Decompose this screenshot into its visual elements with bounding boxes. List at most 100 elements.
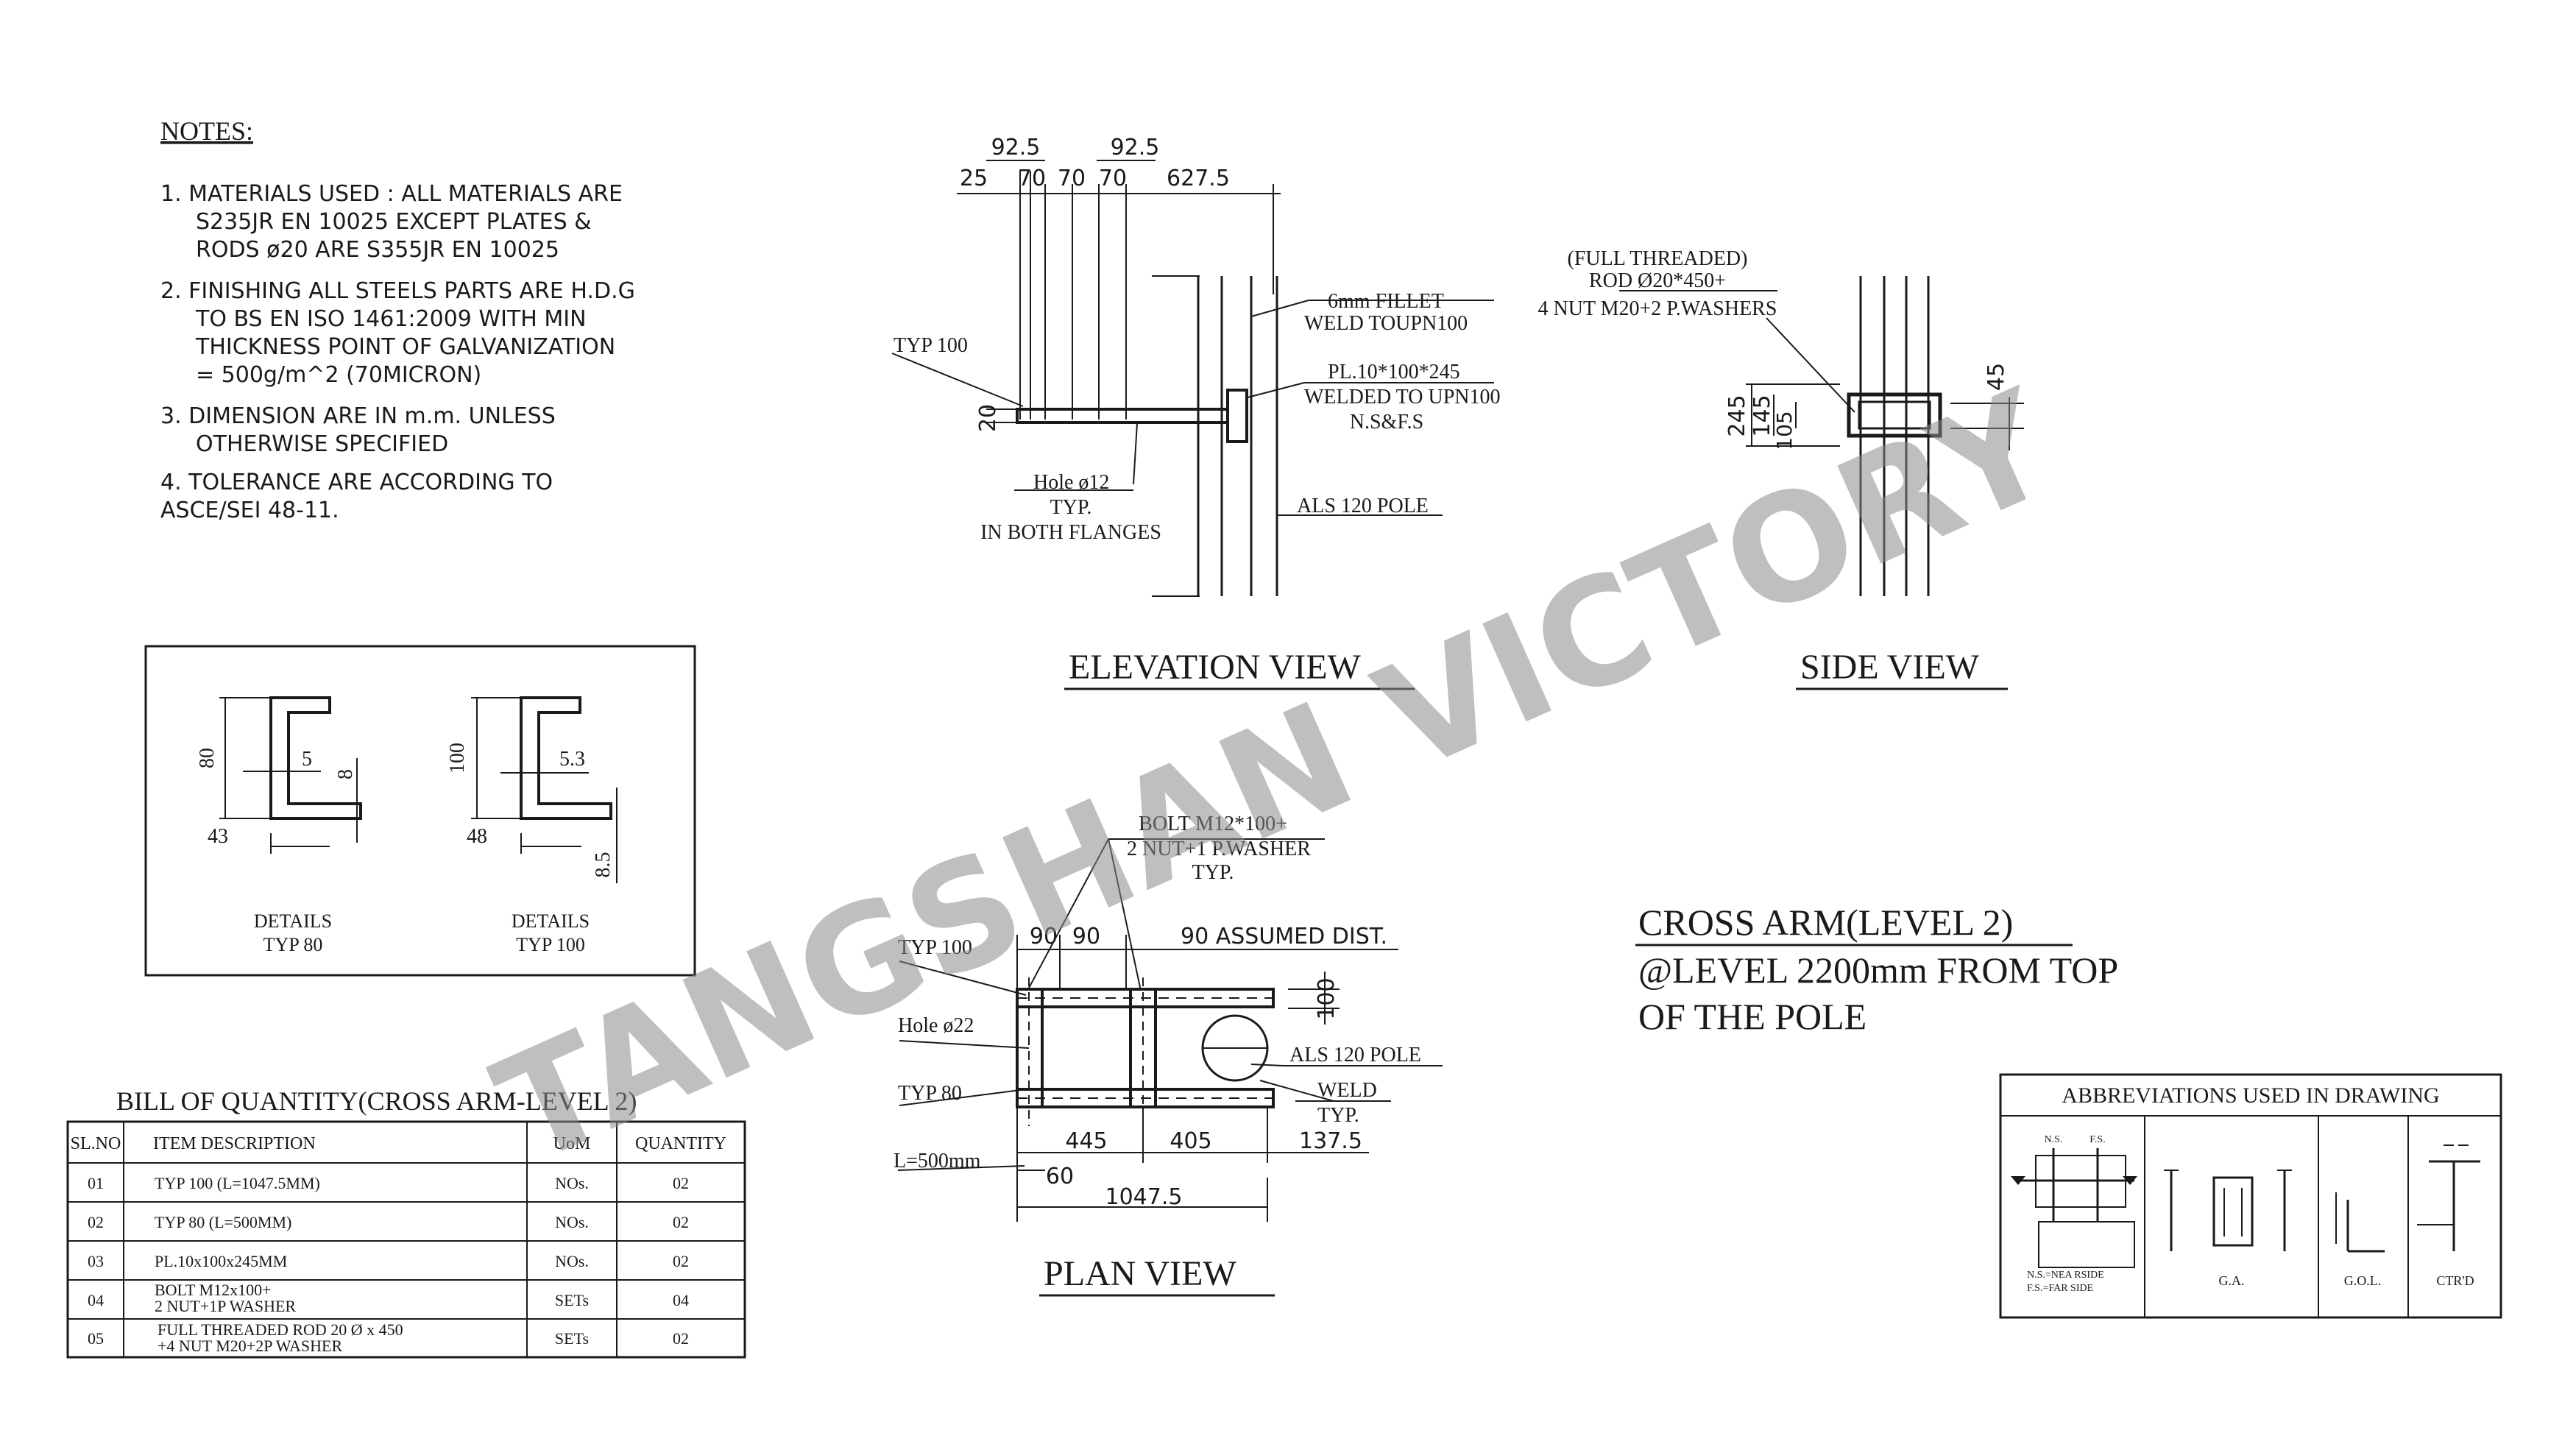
boq-row-1-qty: 02 — [673, 1174, 689, 1192]
watermark: TANGSHAN VICTORY — [473, 358, 2078, 1197]
typ100-label-1: DETAILS — [512, 910, 590, 932]
abbreviations-table: ABBREVIATIONS USED IN DRAWING N.S. F.S. … — [1999, 1073, 2502, 1319]
boq-row-5-desc-2: +4 NUT M20+2P WASHER — [158, 1337, 342, 1355]
elevation-view: 92.5 92.5 25 70 70 70 627.5 20 TYP 100 6… — [891, 135, 1501, 690]
ctrd-sketch: CTR'D — [2417, 1144, 2480, 1288]
cross-arm-note: CROSS ARM(LEVEL 2) @LEVEL 2200mm FROM TO… — [1635, 902, 2118, 1037]
boq-row-3-sl: 03 — [88, 1252, 104, 1270]
plan-dim-405: 405 — [1170, 1128, 1211, 1154]
plan-view: BOLT M12*100+ 2 NUT+1 P.WASHER TYP. 90 9… — [894, 813, 1443, 1297]
abbreviations-title: ABBREVIATIONS USED IN DRAWING — [2062, 1083, 2439, 1108]
elevation-dim-70-a: 70 — [1018, 166, 1046, 191]
boq-row-4-desc-2: 2 NUT+1P WASHER — [155, 1297, 296, 1315]
boq-title: BILL OF QUANTITY(CROSS ARM-LEVEL 2) — [116, 1086, 637, 1116]
abbr-legend-1: N.S.=NEA RSIDE — [2027, 1270, 2104, 1281]
plan-dim-100: 100 — [1314, 977, 1340, 1019]
abbr-legend-2: F.S.=FAR SIDE — [2027, 1283, 2093, 1294]
side-dim-45: 45 — [1984, 363, 2009, 391]
typ80-height: 80 — [196, 748, 219, 768]
note-2-line-2: TO BS EN ISO 1461:2009 WITH MIN — [195, 306, 587, 332]
detail-typ80: 80 5 8 43 DETAILS TYP 80 — [196, 696, 362, 955]
boq-row-1-sl: 01 — [88, 1174, 104, 1192]
boq-row-5-desc-1: FULL THREADED ROD 20 Ø x 450 — [158, 1320, 403, 1339]
abbr-ga-label: G.A. — [2219, 1273, 2245, 1288]
plan-bolt-note-1: BOLT M12*100+ — [1139, 813, 1287, 835]
boq-row-1-uom: NOs. — [555, 1174, 589, 1192]
plan-label-weld-1: WELD — [1317, 1079, 1377, 1102]
typ80-flange: 8 — [334, 769, 357, 779]
note-1-line-3: RODS ø20 ARE S355JR EN 10025 — [196, 237, 559, 263]
plan-dim-total: 1047.5 — [1105, 1184, 1183, 1210]
typ80-label-2: TYP 80 — [263, 934, 323, 955]
elevation-label-pole: ALS 120 POLE — [1297, 495, 1429, 517]
note-3-line-1: 3. DIMENSION ARE IN m.m. UNLESS — [160, 403, 556, 429]
elevation-label-fillet-2: WELD TOUPN100 — [1304, 312, 1468, 335]
note-4-line-2: ASCE/SEI 48-11. — [160, 498, 339, 523]
boq-row-3-desc: PL.10x100x245MM — [155, 1252, 287, 1270]
typ100-web: 5.3 — [559, 748, 585, 771]
boq-row-2-qty: 02 — [673, 1213, 689, 1231]
elevation-label-plate-2: WELDED TO UPN100 — [1304, 386, 1501, 408]
note-2-line-3: THICKNESS POINT OF GALVANIZATION — [195, 334, 615, 360]
elevation-dim-70-b: 70 — [1058, 166, 1086, 191]
side-dim-145: 145 — [1749, 395, 1775, 436]
boq-row-5-qty: 02 — [673, 1329, 689, 1348]
boq-header-desc: ITEM DESCRIPTION — [153, 1134, 316, 1153]
ga-sketch: G.A. — [2164, 1170, 2292, 1288]
elevation-label-hole-3: IN BOTH FLANGES — [980, 521, 1161, 544]
boq-row-5-uom: SETs — [555, 1329, 589, 1348]
boq-row-1-desc: TYP 100 (L=1047.5MM) — [155, 1174, 320, 1192]
abbr-fs-label: F.S. — [2090, 1134, 2105, 1145]
plan-dim-445: 445 — [1065, 1128, 1107, 1154]
elevation-dim-627-5: 627.5 — [1167, 166, 1230, 191]
elevation-dim-70-c: 70 — [1099, 166, 1127, 191]
elevation-label-plate-1: PL.10*100*245 — [1328, 361, 1460, 383]
boq-row-2-sl: 02 — [88, 1213, 104, 1231]
boq-row-3-uom: NOs. — [555, 1252, 589, 1270]
boq-row-5-sl: 05 — [88, 1329, 104, 1348]
side-rod-note-1: (FULL THREADED) — [1568, 247, 1748, 270]
elevation-view-title: ELEVATION VIEW — [1069, 648, 1362, 687]
plan-bolt-note-2: 2 NUT+1 P.WASHER — [1127, 838, 1311, 860]
note-1-line-2: S235JR EN 10025 EXCEPT PLATES & — [196, 209, 592, 235]
boq-row-3-qty: 02 — [673, 1252, 689, 1270]
notes-heading: NOTES: — [160, 116, 253, 146]
side-view: (FULL THREADED) ROD Ø20*450+ 4 NUT M20+2… — [1538, 247, 2024, 690]
side-rod-note-2: ROD Ø20*450+ — [1589, 269, 1726, 292]
typ100-label-2: TYP 100 — [516, 934, 585, 955]
abbr-ctrd-label: CTR'D — [2436, 1273, 2474, 1288]
plan-dim-60: 60 — [1046, 1164, 1074, 1189]
boq-row-4-uom: SETs — [555, 1291, 589, 1309]
elevation-label-fillet-1: 6mm FILLET — [1328, 290, 1444, 313]
boq-row-2-uom: NOs. — [555, 1213, 589, 1231]
elevation-dim-92-5-a: 92.5 — [991, 135, 1041, 160]
side-dim-245: 245 — [1724, 395, 1750, 436]
elevation-dim-25: 25 — [960, 166, 988, 191]
boq-header-slno: SL.NO — [71, 1134, 121, 1153]
typ80-label-1: DETAILS — [254, 910, 332, 932]
boq-row-4-qty: 04 — [673, 1291, 689, 1309]
plan-dim-90-b: 90 — [1072, 924, 1100, 949]
boq-row-2-desc: TYP 80 (L=500MM) — [155, 1213, 291, 1231]
cross-arm-line-3: OF THE POLE — [1638, 996, 1866, 1037]
typ100-height: 100 — [446, 743, 469, 774]
gol-sketch: G.O.L. — [2335, 1192, 2385, 1288]
bill-of-quantity: BILL OF QUANTITY(CROSS ARM-LEVEL 2) SL.N… — [66, 1086, 746, 1359]
typ80-width: 43 — [208, 825, 228, 848]
note-1-line-1: 1. MATERIALS USED : ALL MATERIALS ARE — [160, 181, 623, 207]
plan-label-hole: Hole ø22 — [898, 1014, 974, 1037]
abbr-gol-label: G.O.L. — [2344, 1273, 2382, 1288]
cross-arm-line-1: CROSS ARM(LEVEL 2) — [1638, 902, 2013, 943]
side-rod-note-3: 4 NUT M20+2 P.WASHERS — [1538, 297, 1777, 320]
plan-bolt-note-3: TYP. — [1192, 861, 1234, 884]
boq-row-4-sl: 04 — [88, 1291, 104, 1309]
boq-header-uom: UoM — [553, 1134, 591, 1153]
notes-block: NOTES: 1. MATERIALS USED : ALL MATERIALS… — [160, 116, 635, 523]
plan-label-length: L=500mm — [894, 1150, 981, 1172]
cross-arm-line-2: @LEVEL 2200mm FROM TOP — [1638, 949, 2118, 991]
ns-fs-sketch: N.S. F.S. N.S.=NEA RSIDE F.S.=FAR SIDE — [2011, 1134, 2137, 1294]
elevation-label-hole-2: TYP. — [1050, 496, 1092, 519]
side-dim-105: 105 — [1772, 411, 1797, 450]
plan-label-typ80: TYP 80 — [898, 1082, 962, 1105]
